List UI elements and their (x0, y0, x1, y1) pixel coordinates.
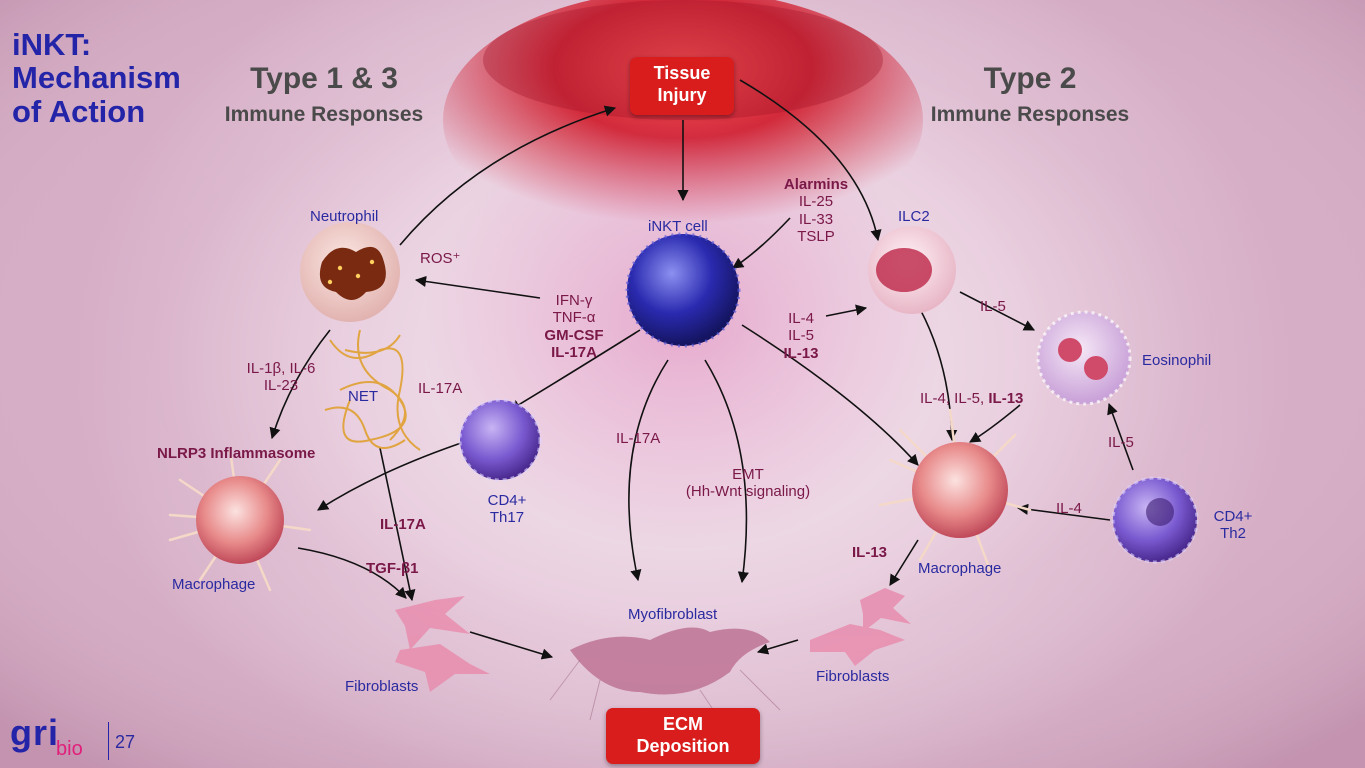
ros-label: ROS⁺ (420, 250, 461, 267)
cytokine-il5: IL-5 (788, 327, 814, 345)
label-cd4-th2-line-1: CD4+ (1213, 508, 1253, 525)
right-header-title: Type 2 (983, 62, 1077, 95)
label-fibroblasts-left: Fibroblasts (345, 678, 419, 695)
il1b-il6-il23-label: IL-1β, IL-6 IL-23 (236, 360, 326, 395)
label-eosinophil: Eosinophil (1142, 352, 1212, 369)
title-line-1: iNKT: (12, 27, 92, 62)
ecm-line-1: ECM (663, 714, 703, 734)
il4-th2-macrophage-label: IL-4 (1056, 500, 1082, 517)
ecm-deposition-box: ECM Deposition (606, 708, 760, 764)
il13-bold-text: IL-13 (988, 390, 1024, 407)
neutrophil-cell (300, 222, 400, 322)
gri-bio-logo: gri bio (10, 712, 120, 764)
alarmins-tslp: TSLP (797, 227, 835, 245)
il17a-mid-label: IL-17A (616, 430, 661, 447)
title-line-2: Mechanism (12, 60, 181, 96)
cytokine-il13: IL-13 (783, 344, 819, 362)
label-cd4-th2: CD4+ Th2 (1210, 508, 1256, 543)
emt-label: EMT (Hh-Wnt signaling) (676, 466, 820, 501)
alarmins-title: Alarmins (783, 176, 849, 193)
label-cd4-th17-line-2: Th17 (489, 509, 525, 527)
page-number: 27 (115, 732, 136, 752)
inkt-cell (625, 232, 741, 348)
ecm-line-2: Deposition (636, 735, 730, 756)
cytokine-gm-csf: GM-CSF (544, 326, 604, 344)
cytokine-tnf-alpha: TNF-α (552, 309, 596, 327)
cd4-th2-cell (1111, 476, 1199, 564)
tissue-injury-line-1: Tissue (653, 63, 711, 83)
net-strands (324, 329, 421, 451)
nlrp3-inflammasome-label: NLRP3 Inflammasome (157, 445, 316, 462)
logo-top-text: gri (10, 712, 60, 753)
cytokine-il4: IL-4 (788, 310, 814, 327)
logo-bottom-text: bio (56, 738, 83, 760)
tissue-injury-line-2: Injury (657, 84, 707, 105)
il23-line: IL-23 (263, 377, 299, 395)
eosinophil-cell (1036, 310, 1132, 406)
emt-line-2: (Hh-Wnt signaling) (685, 483, 811, 501)
ilc2-cell (868, 226, 956, 314)
label-cd4-th17-line-1: CD4+ (487, 492, 527, 509)
cytokine-ifn-gamma: IFN-γ (555, 292, 593, 309)
il17a-fibroblast-label: IL-17A (380, 516, 426, 533)
label-neutrophil: Neutrophil (310, 208, 379, 225)
alarmins-il33: IL-33 (798, 210, 834, 228)
il1b-il6-line: IL-1β, IL-6 (246, 360, 316, 377)
emt-line-1: EMT (732, 466, 764, 483)
page-title: iNKT: Mechanism of Action (12, 27, 181, 129)
label-inkt-cell: iNKT cell (648, 218, 708, 235)
label-macrophage-left: Macrophage (172, 576, 256, 593)
label-macrophage-right: Macrophage (918, 560, 1002, 577)
il17a-net-label: IL-17A (418, 380, 463, 397)
title-line-3: of Action (12, 93, 146, 129)
alarmins-il25: IL-25 (798, 193, 834, 211)
label-net: NET (348, 388, 378, 405)
logo-divider (108, 722, 109, 760)
macrophage-right-cell (878, 408, 1032, 572)
alarmins-label: Alarmins IL-25 IL-33 TSLP (776, 176, 856, 245)
fibroblasts-left-cells (395, 596, 490, 692)
fibroblasts-right-cells (810, 588, 911, 666)
tgf-beta1-label: TGF-β1 (366, 560, 419, 577)
label-myofibroblast: Myofibroblast (628, 606, 718, 623)
il4-il5-text: IL-4, IL-5, (920, 390, 989, 407)
right-header-subtitle: Immune Responses (930, 103, 1130, 126)
label-cd4-th2-line-2: Th2 (1220, 525, 1246, 543)
cytokine-il17a: IL-17A (551, 343, 597, 361)
tissue-injury-box: Tissue Injury (630, 57, 734, 115)
il13-fibroblast-label: IL-13 (852, 544, 888, 561)
type1-cytokines: IFN-γ TNF-α GM-CSF IL-17A (536, 292, 612, 361)
type2-cytokines: IL-4 IL-5 IL-13 (778, 310, 824, 362)
left-header-title: Type 1 & 3 (250, 62, 398, 95)
cd4-th17-cell (458, 398, 542, 482)
label-fibroblasts-right: Fibroblasts (816, 668, 890, 685)
label-cd4-th17: CD4+ Th17 (484, 492, 530, 527)
il4-il5-il13-label: IL-4, IL-5, IL-13 (920, 390, 1023, 407)
macrophage-left-cell (168, 448, 312, 592)
il5-th2-eosinophil-label: IL-5 (1108, 434, 1134, 451)
il5-ilc2-eosinophil-label: IL-5 (980, 298, 1006, 315)
label-ilc2: ILC2 (898, 208, 930, 225)
left-header-subtitle: Immune Responses (224, 103, 424, 126)
